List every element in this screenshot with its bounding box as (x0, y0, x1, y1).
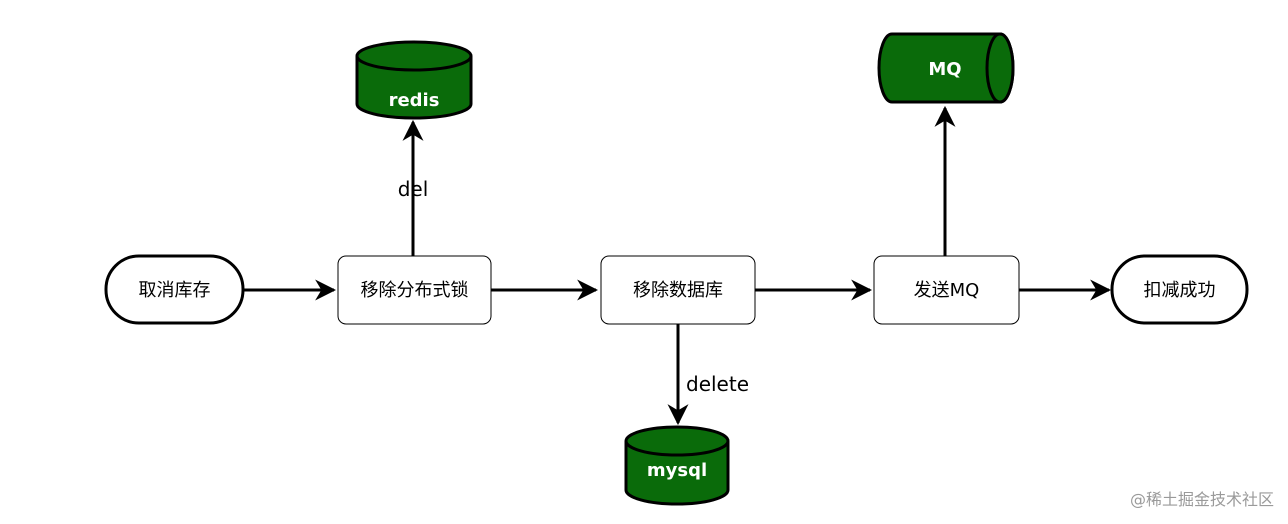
mysql-label: mysql (647, 460, 707, 481)
mq-queue: MQ (877, 32, 1015, 104)
start-terminal-label: 取消库存 (139, 280, 211, 301)
send-mq-label: 发送MQ (914, 280, 980, 301)
edge-label-del: del (398, 177, 429, 201)
redis-label: redis (389, 90, 440, 111)
mq-label: MQ (928, 59, 961, 80)
remove-lock-label: 移除分布式锁 (361, 280, 469, 301)
watermark: @稀土掘金技术社区 (1129, 490, 1274, 509)
edge-label-delete: delete (686, 372, 749, 396)
remove-db-process: 移除数据库 (600, 255, 756, 325)
start-terminal: 取消库存 (104, 254, 245, 325)
redis-database: redis (355, 40, 473, 120)
send-mq-process: 发送MQ (873, 255, 1020, 325)
remove-lock-process: 移除分布式锁 (337, 255, 492, 325)
end-terminal-label: 扣减成功 (1144, 280, 1216, 301)
mysql-database: mysql (624, 425, 730, 506)
edges (244, 105, 1112, 426)
remove-db-label: 移除数据库 (633, 280, 723, 301)
end-terminal: 扣减成功 (1110, 254, 1249, 325)
